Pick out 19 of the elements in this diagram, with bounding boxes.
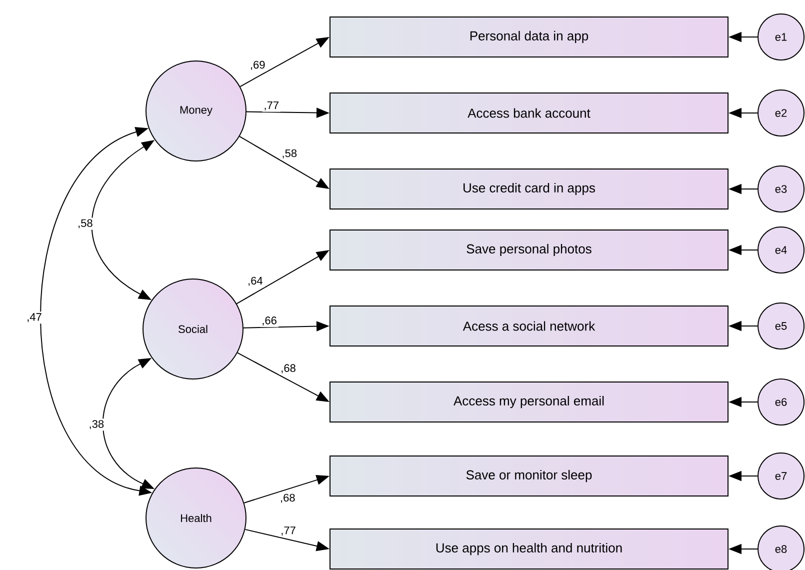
- edge-label: ,68: [279, 362, 298, 375]
- edge-label: ,58: [76, 218, 94, 230]
- observed-variable-box: Save personal photos: [330, 230, 728, 270]
- observed-variable-box: Save or monitor sleep: [330, 456, 728, 496]
- edge-label: ,47: [25, 312, 44, 324]
- observed-variable-box: Acess a social network: [330, 306, 728, 346]
- observed-variable-box: Use credit card in apps: [330, 168, 728, 210]
- edge-label: ,68: [278, 492, 297, 504]
- observed-variable-box: Access my personal email: [330, 382, 728, 422]
- edge-label: ,69: [248, 59, 267, 72]
- observed-variable-box: Personal data in app: [330, 16, 728, 58]
- observed-variable-box: Access bank account: [330, 92, 728, 134]
- edge-label: ,77: [262, 100, 281, 112]
- edge-label: ,77: [279, 525, 298, 538]
- observed-variable-box: Use apps on health and nutrition: [330, 528, 728, 570]
- edge-label: ,58: [280, 148, 299, 160]
- edge-label: ,66: [260, 315, 278, 328]
- edge-label: ,38: [87, 418, 106, 431]
- edge-label: ,64: [246, 275, 264, 288]
